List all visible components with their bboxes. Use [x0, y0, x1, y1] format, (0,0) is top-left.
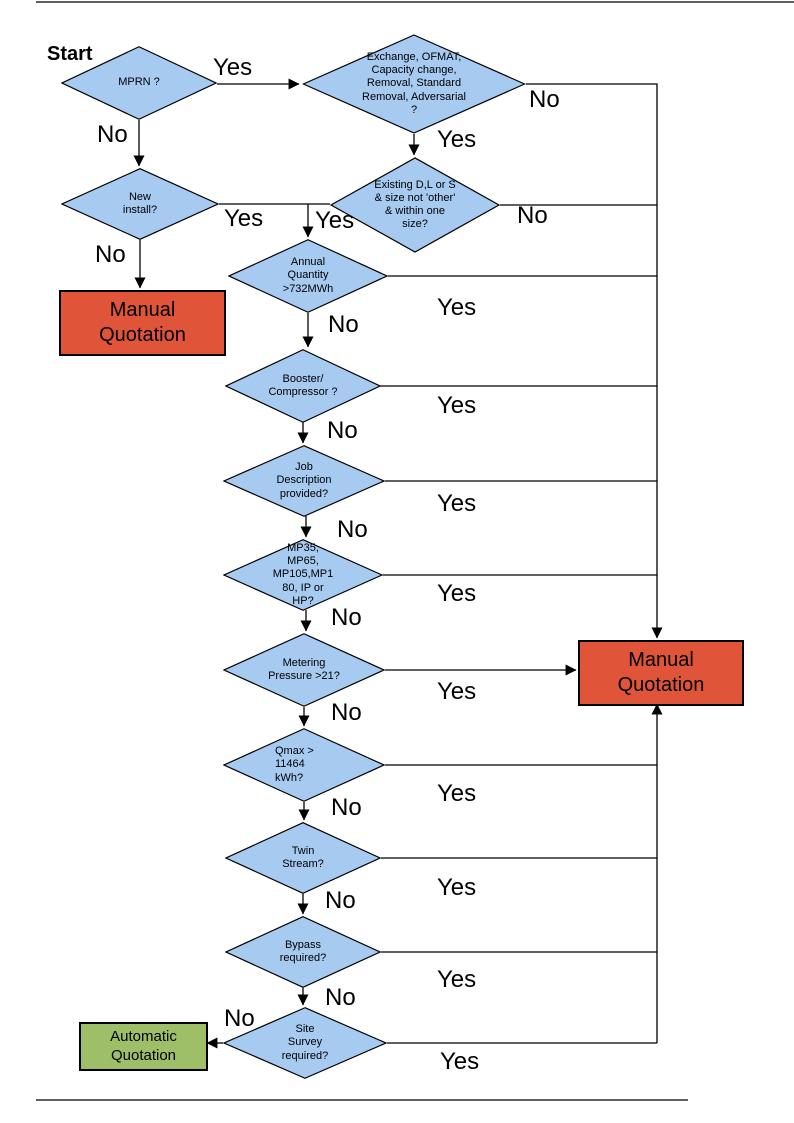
decision-new-install-label: New install? [122, 190, 158, 216]
edge-label-mprn-no: No [97, 121, 128, 148]
diamond-shape-icon [223, 539, 383, 611]
diamond-shape-icon [223, 445, 385, 517]
decision-booster-label: Booster/ Compressor ? [268, 372, 338, 398]
decision-twin-stream-label: Twin Stream? [282, 844, 324, 870]
diamond-shape-icon [223, 633, 385, 707]
diamond-shape-icon [228, 239, 388, 313]
edge-label-bypass-yes: Yes [437, 966, 477, 993]
decision-booster: Booster/ Compressor ? [225, 349, 381, 423]
diamond-shape-icon [225, 916, 381, 988]
decision-twin-stream: Twin Stream? [225, 822, 381, 894]
decision-mp-pressure-tier: MP35, MP65, MP105,MP180, IP or HP? [223, 539, 383, 611]
edge-label-twin-no: No [325, 887, 356, 914]
decision-mprn: MPRN ? [61, 46, 217, 120]
start-label: Start [47, 43, 93, 65]
manual-quotation-box-right: Manual Quotation [578, 640, 744, 706]
edge-label-job-no: No [337, 516, 368, 543]
decision-mp-pressure-tier-label: MP35, MP65, MP105,MP180, IP or HP? [272, 542, 334, 607]
diamond-shape-icon [302, 34, 526, 134]
decision-site-survey: Site Survey required? [223, 1007, 387, 1079]
automatic-quotation-box: Automatic Quotation [79, 1022, 208, 1071]
edge-label-new-install-no: No [95, 241, 126, 268]
edge-label-booster-yes: Yes [437, 392, 477, 419]
decision-job-description: Job Description provided? [223, 445, 385, 517]
diamond-shape-icon [223, 728, 385, 802]
decision-bypass: Bypass required? [225, 916, 381, 988]
decision-job-description-label: Job Description provided? [276, 461, 332, 500]
decision-annual-quantity: Annual Quantity >732MWh [228, 239, 388, 313]
edge-label-site-no: No [224, 1005, 255, 1032]
diamond-shape-icon [225, 349, 381, 423]
edge-label-existing-no: No [517, 202, 548, 229]
edge-label-metering-yes: Yes [437, 678, 477, 705]
edge-label-exchange-no: No [529, 86, 560, 113]
decision-bypass-label: Bypass required? [279, 938, 327, 964]
edge-label-annual-yes: Yes [437, 294, 477, 321]
decision-annual-quantity-label: Annual Quantity >732MWh [282, 256, 334, 295]
decision-new-install: New install? [61, 168, 219, 240]
decision-qmax: Qmax > 11464 kWh? [223, 728, 385, 802]
decision-site-survey-label: Site Survey required? [281, 1023, 329, 1062]
decision-mprn-label: MPRN ? [118, 76, 160, 89]
edge-label-bypass-no: No [325, 984, 356, 1011]
edge-label-exchange-yes: Yes [437, 126, 477, 153]
diamond-shape-icon [61, 46, 217, 120]
edge-label-mp-yes: Yes [437, 580, 477, 607]
decision-metering-pressure: Metering Pressure >21? [223, 633, 385, 707]
manual-quotation-box-left: Manual Quotation [59, 290, 226, 356]
decision-existing-label: Existing D,L or S & size not 'other' & w… [374, 178, 456, 231]
edge-label-metering-no: No [331, 699, 362, 726]
edge-label-qmax-yes: Yes [437, 780, 477, 807]
edge-label-site-yes: Yes [440, 1048, 480, 1075]
edge-label-twin-yes: Yes [437, 874, 477, 901]
edge-label-job-yes: Yes [437, 490, 477, 517]
diamond-shape-icon [223, 1007, 387, 1079]
diamond-shape-icon [61, 168, 219, 240]
edge-label-mp-no: No [331, 604, 362, 631]
decision-exchange: Exchange, OFMAT, Capacity change, Remova… [302, 34, 526, 134]
edge-label-booster-no: No [327, 417, 358, 444]
diamond-shape-icon [330, 157, 500, 253]
decision-qmax-label: Qmax > 11464 kWh? [275, 745, 314, 784]
decision-metering-pressure-label: Metering Pressure >21? [268, 656, 340, 682]
diamond-shape-icon [225, 822, 381, 894]
edge-label-new-install-yes: Yes [224, 205, 264, 232]
edge-label-annual-no: No [328, 311, 359, 338]
edge-label-qmax-no: No [331, 794, 362, 821]
edge-label-existing-yes: Yes [315, 207, 355, 234]
decision-existing: Existing D,L or S & size not 'other' & w… [330, 157, 500, 253]
edge-label-mprn-yes: Yes [213, 54, 253, 81]
decision-exchange-label: Exchange, OFMAT, Capacity change, Remova… [362, 51, 466, 116]
